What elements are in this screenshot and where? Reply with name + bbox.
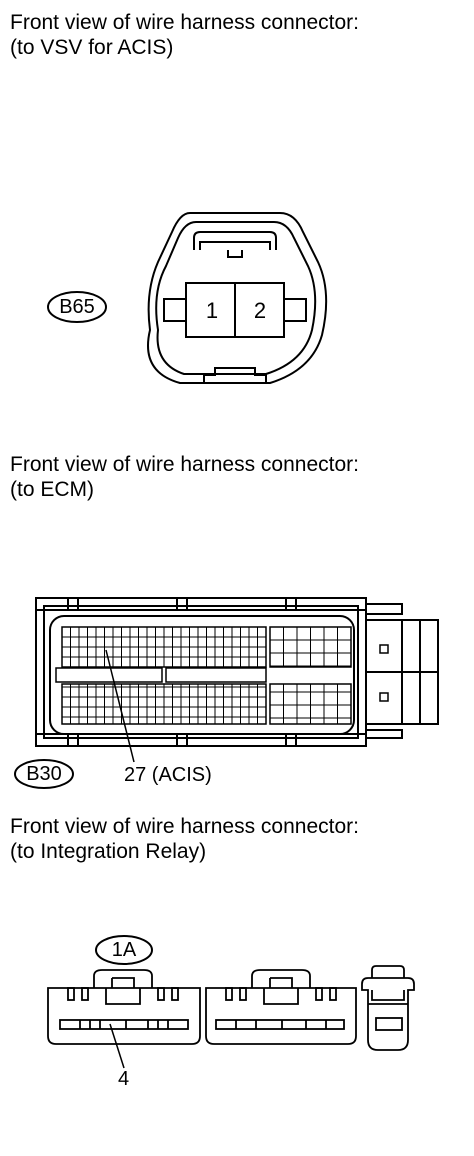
ecm-connector-face	[49, 615, 355, 735]
section-title-integration-relay: Front view of wire harness connector: (t…	[10, 814, 359, 864]
section-title-line1: Front view of wire harness connector:	[10, 453, 359, 476]
section-title-line2: (to VSV for ACIS)	[10, 36, 174, 59]
section-title-line1: Front view of wire harness connector:	[10, 11, 359, 34]
section-title-line1: Front view of wire harness connector:	[10, 815, 359, 838]
section-title-line2: (to Integration Relay)	[10, 840, 207, 863]
section-title-ecm: Front view of wire harness connector: (t…	[10, 452, 359, 502]
relay-connector-3-body	[371, 965, 405, 978]
relay-connector-1-body	[47, 987, 201, 1045]
relay-pin4-leader	[109, 1023, 125, 1069]
section-title-vsv-acis: Front view of wire harness connector: (t…	[10, 10, 359, 60]
relay-pin4-callout: 4	[118, 1068, 130, 1090]
relay-connector-2-body	[205, 987, 357, 1045]
b65-label-oval	[47, 291, 107, 323]
vsv-pin-2: 2	[253, 298, 267, 323]
vsv-connector-housing	[147, 212, 328, 384]
vsv-connector-inner	[155, 221, 317, 375]
section-title-line2: (to ECM)	[10, 478, 94, 501]
ecm-pin-grid-lower-right	[269, 683, 352, 725]
vsv-bottom-key	[203, 367, 267, 383]
vsv-left-lug	[163, 298, 187, 322]
vsv-right-lug	[283, 298, 307, 322]
ecm-pin-grid-upper-left	[61, 626, 267, 668]
ecm-pin-grid-upper-right	[269, 626, 352, 668]
b65-connector-code: B65	[59, 296, 95, 318]
ecm-pin27-leader	[105, 649, 135, 763]
b30-label-oval	[14, 759, 74, 789]
vsv-pin-1: 1	[205, 298, 219, 323]
1a-label-oval	[95, 935, 153, 965]
ecm-pin27-callout: 27 (ACIS)	[124, 764, 212, 786]
vsv-connector-latch	[193, 231, 277, 258]
ecm-pin-grid-lower-left	[61, 683, 267, 725]
1a-connector-code: 1A	[111, 939, 137, 961]
b30-connector-code: B30	[26, 763, 62, 785]
